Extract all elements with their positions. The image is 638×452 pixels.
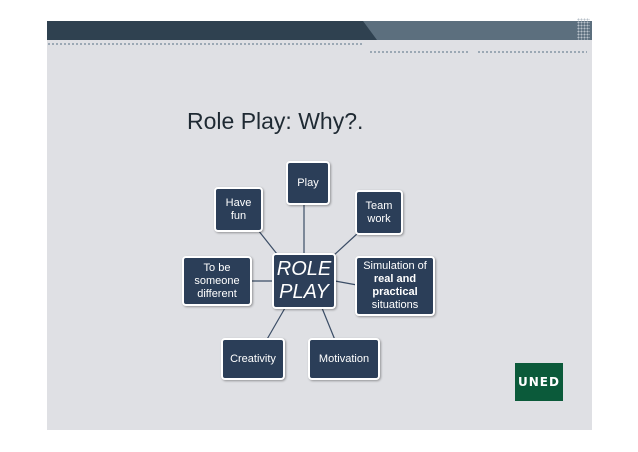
node-have-fun: Have fun [214,187,263,232]
dotted-divider [477,50,587,55]
node-simulation-line-1: Simulation of [363,260,427,272]
dotted-divider [47,42,363,47]
node-to-be-line-1: To be [203,261,231,274]
connector-team-work [332,232,359,257]
node-have-fun-line-2: fun [230,209,247,222]
node-play: Play [286,161,330,205]
dotted-divider [369,50,469,55]
node-simulation-line-3: practical [372,286,418,298]
slide-title: Role Play: Why?. [187,108,364,134]
connector-simulation [334,280,358,286]
node-simulation: Simulation of real and practical situati… [355,256,435,316]
uned-logo-text: UNED [518,375,560,389]
node-creativity: Creativity [221,338,285,380]
node-simulation-line-4: situations [371,299,419,311]
connector-creativity [265,307,286,342]
node-motivation: Motivation [308,338,380,380]
node-play-label: Play [297,176,319,189]
node-creativity-label: Creativity [230,352,276,365]
corner-dots [577,18,590,40]
center-node-role-play: ROLE PLAY [272,253,336,309]
connector-motivation [321,307,336,341]
node-to-be-line-3: different [197,287,237,300]
node-team-work-line-1: Team [365,199,393,212]
node-to-be-line-2: someone [194,274,240,287]
node-simulation-line-2: real and [373,273,417,285]
node-have-fun-line-1: Have [225,196,252,209]
node-motivation-label: Motivation [318,352,370,365]
node-team-work-line-2: work [367,212,391,225]
center-line-1: ROLE [276,258,332,280]
connector-have-fun [257,229,278,255]
header-bar-accent [363,21,592,40]
node-team-work: Team work [355,190,403,235]
center-line-2: PLAY [279,281,329,303]
uned-logo: UNED [515,363,563,401]
node-to-be-someone-different: To be someone different [182,256,252,306]
